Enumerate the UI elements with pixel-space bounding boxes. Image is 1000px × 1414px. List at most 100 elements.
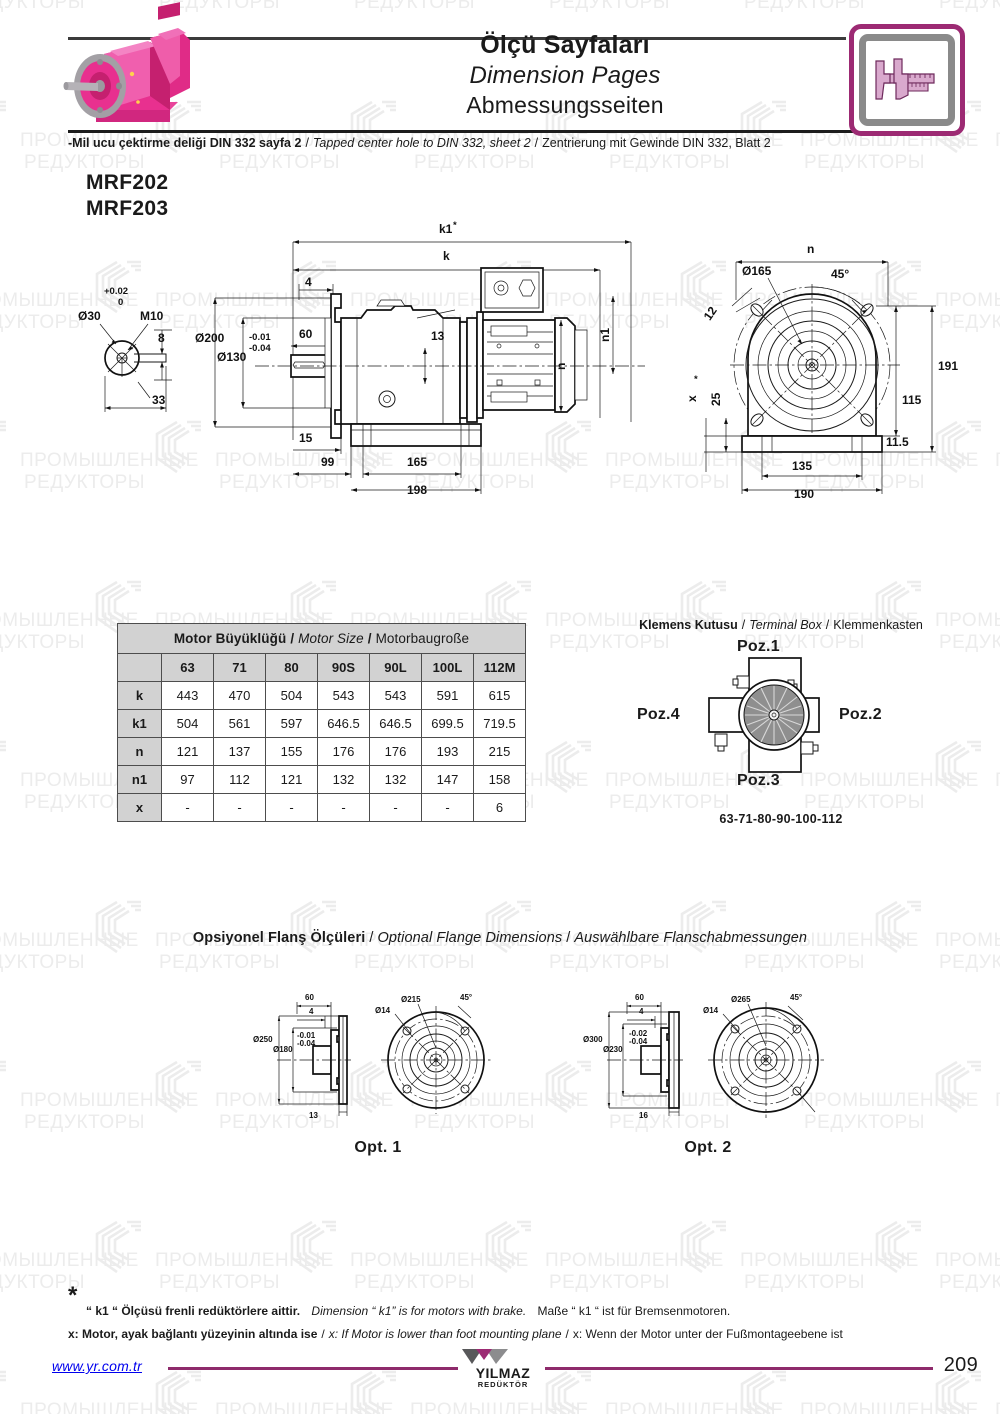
terminal-box-title: Klemens Kutusu/Terminal Box/Klemmenkaste…: [616, 618, 946, 632]
website-url-link[interactable]: www.yr.com.tr: [52, 1358, 142, 1374]
opt1-dim-thickness: 13: [309, 1111, 318, 1120]
opt1-dim-hole: Ø14: [375, 1006, 391, 1015]
terminal-box-title-english: Terminal Box: [749, 618, 822, 632]
footer-rule-right: [545, 1367, 933, 1370]
table-title-sep-1: /: [290, 631, 295, 646]
company-logo: YILMAZ REDÜKTÖR: [458, 1349, 548, 1389]
table-cell: 132: [317, 765, 370, 794]
table-cell: 597: [265, 709, 318, 738]
dim-label-d200: Ø200: [195, 331, 225, 345]
dim-label-k1: k1: [439, 222, 453, 236]
page-title-english: Dimension Pages: [469, 61, 661, 89]
table-col-header: 63: [161, 653, 214, 682]
table-cell: -: [317, 793, 370, 822]
table-row: x - - - - - - 6: [117, 793, 526, 822]
flange-option-2: 60 4 Ø300 -0.02 -0.04: [583, 988, 833, 1157]
table-row: n1 97 112 121 132 132 147 158: [117, 765, 526, 794]
din-note-sep-2: /: [534, 136, 539, 150]
table-cell: -: [213, 793, 266, 822]
table-cell: 561: [213, 709, 266, 738]
table-cell: 147: [421, 765, 474, 794]
endview-dim-label-115: 115: [902, 393, 922, 407]
shaft-tolerance-lower: 0: [118, 297, 123, 308]
terminal-box-title-turkish: Klemens Kutusu: [639, 618, 738, 632]
din-note-german: Zentrierung mit Gewinde DIN 332, Blatt 2: [542, 136, 771, 150]
table-row: k1 504 561 597 646.5 646.5 699.5 719.5: [117, 709, 526, 738]
table-title-cell: Motor Büyüklüğü/Motor Size/Motorbaugroße: [117, 623, 526, 654]
endview-dim-label-x-star: *: [694, 374, 698, 385]
table-cell: -: [369, 793, 422, 822]
motor-size-table: Motor Büyüklüğü/Motor Size/Motorbaugroße…: [117, 623, 526, 822]
flange-title-turkish: Opsiyonel Flanş Ölçüleri: [192, 930, 366, 946]
table-cell: 646.5: [369, 709, 422, 738]
table-cell: 155: [265, 737, 318, 766]
company-logo-subtitle: REDÜKTÖR: [477, 1380, 529, 1389]
footnote-line-1: “ k1 “ Ölçüsü frenli redüktörlere aittir…: [68, 1300, 948, 1323]
flange-section-title: Opsiyonel Flanş Ölçüleri/Optional Flange…: [0, 930, 1000, 946]
table-cell: 121: [161, 737, 214, 766]
footnote-1-english: Dimension “ k1” is for motors with brake…: [311, 1304, 527, 1318]
model-name-1: MRF202: [86, 171, 169, 194]
opt2-dim-bolt-circle: Ø265: [731, 995, 751, 1004]
opt2-dim-outer: Ø300: [583, 1035, 603, 1044]
table-cell: -: [421, 793, 474, 822]
opt2-dim-60: 60: [635, 993, 644, 1002]
footnote-2-sep-1: /: [321, 1326, 325, 1341]
endview-dim-label-135: 135: [792, 459, 812, 473]
table-title-german: Motorbaugroße: [375, 631, 470, 646]
din-note-turkish: -Mil ucu çektirme deliği DIN 332 sayfa 2: [68, 136, 302, 150]
shaft-key-length-label: 33: [152, 393, 166, 407]
dim-label-165: 165: [407, 455, 427, 469]
opt2-tol-upper: -0.02: [629, 1029, 648, 1038]
table-cell: 215: [473, 737, 526, 766]
table-row-header: k1: [117, 709, 162, 738]
endview-dim-label-12: 12: [701, 304, 720, 323]
din-note-english: Tapped center hole to DIN 332, sheet 2: [312, 136, 531, 150]
table-title-sep-2: /: [367, 631, 372, 646]
dim-tol-lower: -0.04: [249, 343, 271, 354]
page-title-german: Abmessungsseiten: [466, 91, 664, 118]
dim-label-13: 13: [431, 329, 445, 343]
endview-dim-label-191: 191: [938, 359, 958, 373]
table-title-row: Motor Büyüklüğü/Motor Size/Motorbaugroße: [117, 623, 526, 654]
end-view-drawing: n Ø165 45° 12: [685, 240, 990, 502]
footer-rule-left: [168, 1367, 458, 1370]
terminal-position-right: Poz.2: [839, 706, 882, 723]
table-row-header: x: [117, 793, 162, 822]
opt1-dim-angle: 45°: [460, 993, 472, 1002]
terminal-position-top: Poz.1: [737, 638, 780, 655]
dim-label-d130: Ø130: [217, 350, 247, 364]
din-note-sep-1: /: [305, 136, 309, 150]
page-title-turkish: Ölçü Sayfaları: [480, 31, 650, 59]
dim-label-15: 15: [299, 431, 313, 445]
table-cell: 543: [317, 681, 370, 710]
dim-label-60: 60: [299, 327, 313, 341]
shaft-key-width-label: 8: [158, 331, 165, 345]
endview-dim-label-x: x: [685, 395, 699, 402]
table-cell: 176: [317, 737, 370, 766]
page-footer: www.yr.com.tr YILMAZ REDÜKTÖR 209: [0, 1349, 1000, 1414]
footnote-2-turkish: x: Motor, ayak bağlantı yüzeyinin altınd…: [68, 1326, 318, 1341]
table-row: n 121 137 155 176 176 193 215: [117, 737, 526, 766]
yilmaz-logo-mark: [462, 1349, 508, 1364]
table-col-header: 100L: [421, 653, 474, 682]
caliper-badge: [849, 24, 965, 136]
table-row-header: n: [117, 737, 162, 766]
footnote-1-gap-2: [526, 1304, 537, 1318]
din-standard-note: -Mil ucu çektirme deliği DIN 332 sayfa 2…: [68, 136, 771, 150]
footnote-1-german: Maße “ k1 “ ist für Bremsenmotoren.: [537, 1304, 731, 1318]
opt2-tol-lower: -0.04: [629, 1037, 648, 1046]
table-corner-cell: [117, 653, 162, 682]
opt2-dim-pilot: Ø230: [603, 1045, 623, 1054]
gear-motor-photo: [58, 2, 190, 132]
endview-dim-label-11-5: 11.5: [886, 435, 909, 449]
page-number: 209: [943, 1354, 978, 1376]
caliper-badge-inner-frame: [859, 34, 955, 126]
terminal-box-sizes-note: 63-71-80-90-100-112: [719, 812, 843, 826]
shaft-thread-label: M10: [140, 309, 164, 323]
table-row-header: n1: [117, 765, 162, 794]
table-cell: 591: [421, 681, 474, 710]
table-cell: 699.5: [421, 709, 474, 738]
table-title-english: Motor Size: [298, 631, 364, 646]
company-logo-name: YILMAZ: [475, 1365, 531, 1381]
